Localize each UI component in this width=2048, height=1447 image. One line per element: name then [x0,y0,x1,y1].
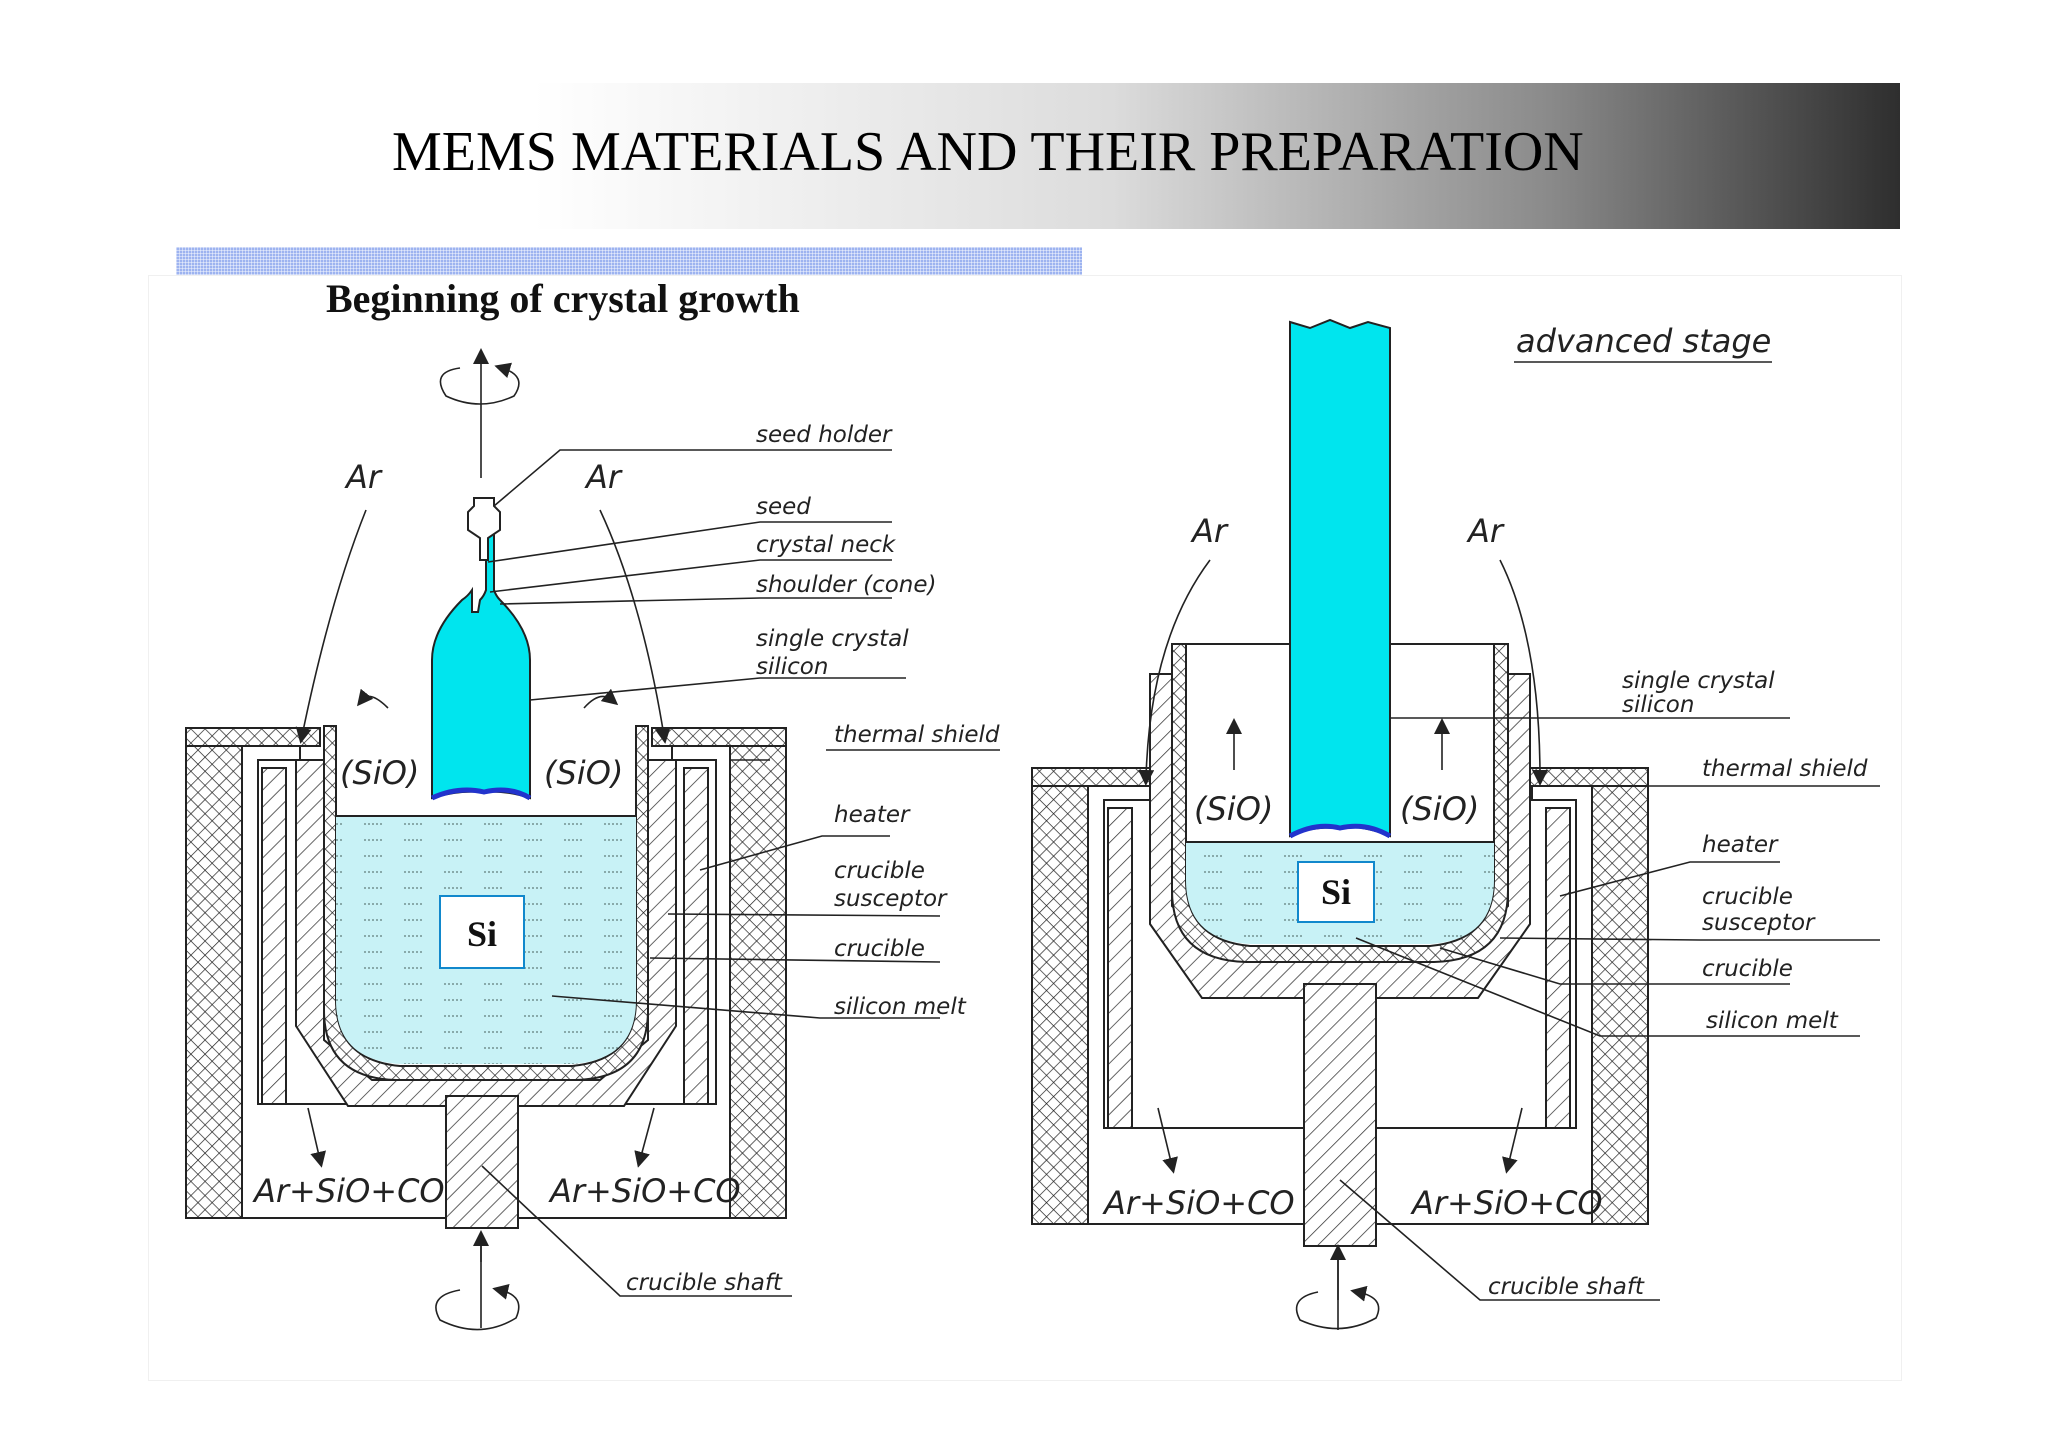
left-label-crucible-shaft: crucible shaft [626,1270,783,1296]
left-thermal-shield-left [185,727,243,1219]
left-heater-left [261,767,287,1105]
left-label-single-crystal: single crystal [756,626,909,652]
right-growth-interface [1288,823,1392,839]
left-label-thermal-shield: thermal shield [834,722,1000,748]
right-thermal-shield-right [1591,767,1649,1225]
right-diagram: advanced stage Si [1031,318,1880,1330]
right-exhaust-right: Ar+SiO+CO [1410,1184,1603,1222]
left-label-heater: heater [834,802,911,828]
right-label-crucible-susceptor-2: susceptor [1702,910,1816,936]
left-exhaust-left: Ar+SiO+CO [252,1172,445,1210]
left-label-silicon-melt: silicon melt [834,994,967,1020]
left-label-shoulder: shoulder (cone) [756,572,937,598]
left-label-seed: seed [756,494,811,520]
right-label-heater: heater [1702,832,1779,858]
content-frame [148,275,1902,1381]
right-ar-left: Ar [1190,512,1229,550]
right-label-crucible-shaft: crucible shaft [1488,1274,1645,1300]
accent-bar [176,247,1082,275]
title-band [148,83,1900,229]
right-si-label: Si [1321,872,1351,912]
right-crucible-shaft [1303,983,1377,1247]
left-thermal-shield-right [729,727,787,1219]
right-subtitle: advanced stage [1516,322,1771,360]
right-sio-left: (SiO) [1194,790,1273,828]
left-si-label: Si [467,914,497,954]
right-label-silicon-melt: silicon melt [1706,1008,1839,1034]
left-si-box [439,895,525,969]
right-label-crucible-susceptor-1: crucible [1702,884,1793,910]
left-growth-interface [430,787,532,801]
left-label-seed-holder: seed holder [756,422,893,448]
left-ar-left: Ar [344,458,383,496]
left-label-silicon: silicon [756,654,828,680]
right-label-crucible: crucible [1702,956,1793,982]
right-heater-left [1107,807,1133,1129]
left-label-crucible-susceptor-1: crucible [834,858,925,884]
left-ar-right: Ar [584,458,623,496]
slide-title: MEMS MATERIALS AND THEIR PREPARATION [392,121,1584,183]
right-crucible [1171,643,1509,963]
left-thermal-shield-top-right [651,727,787,747]
right-thermal-shield-left [1031,767,1089,1225]
left-label-crystal-neck: crystal neck [756,532,897,558]
right-exhaust-left: Ar+SiO+CO [1102,1184,1295,1222]
right-label-single-crystal: single crystal [1622,668,1775,694]
right-ar-right: Ar [1466,512,1505,550]
left-diagram: Beginning of crystal growth Si [185,276,1000,1331]
right-label-thermal-shield: thermal shield [1702,756,1868,782]
left-sio-right: (SiO) [544,754,623,792]
right-crystal [1289,318,1391,838]
right-label-silicon: silicon [1622,692,1694,718]
left-thermal-shield-top-left [185,727,321,747]
right-sio-right: (SiO) [1400,790,1479,828]
left-crucible-shaft [445,1095,519,1229]
right-si-box [1297,861,1375,923]
left-exhaust-right: Ar+SiO+CO [548,1172,741,1210]
left-label-crucible: crucible [834,936,925,962]
left-crucible [323,725,649,1081]
left-label-crucible-susceptor-2: susceptor [834,886,948,912]
left-heater-right [683,767,709,1105]
left-sio-left: (SiO) [340,754,419,792]
right-heater-right [1545,807,1571,1129]
right-thermal-shield-top-left [1031,767,1161,787]
left-subtitle: Beginning of crystal growth [326,276,800,321]
left-seed-holder [467,497,501,561]
